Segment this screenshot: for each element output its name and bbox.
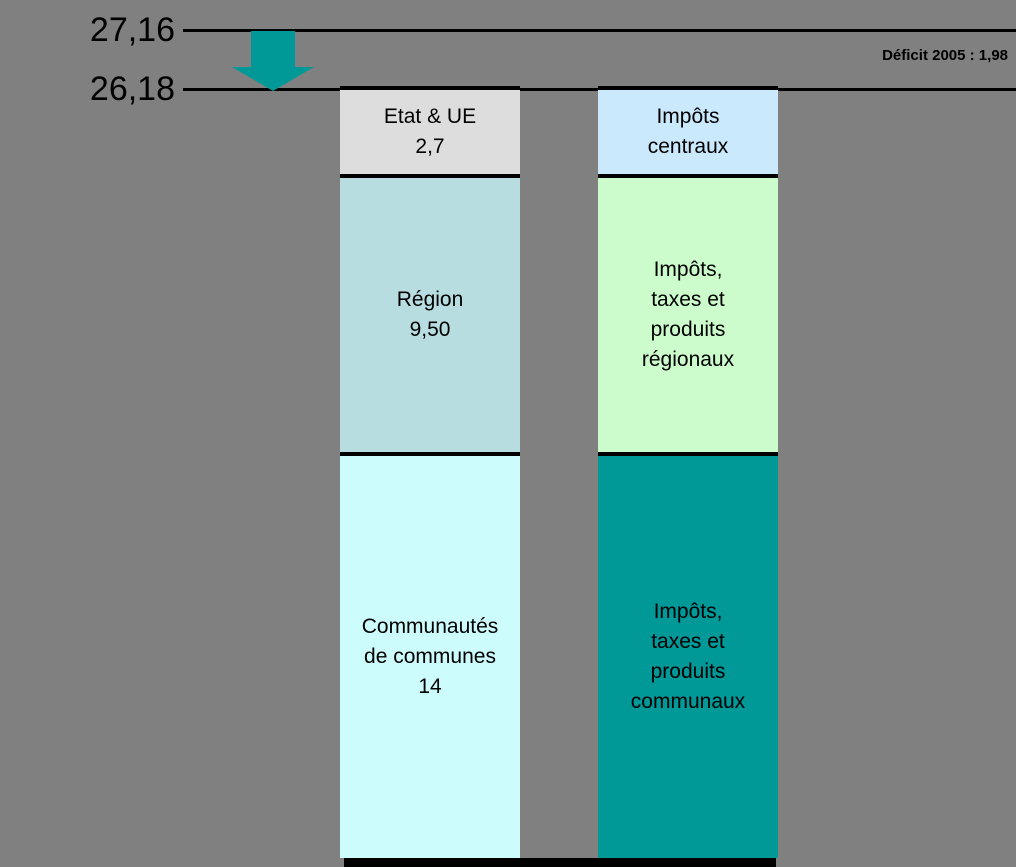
segment-impots-regionaux[interactable]: Impôts, taxes et produits régionaux xyxy=(598,174,778,452)
segment-impots-centraux[interactable]: Impôts centraux xyxy=(598,86,778,174)
segment-region-label: Région 9,50 xyxy=(396,288,464,341)
segment-communautes-de-communes[interactable]: Communautés de communes 14 xyxy=(340,452,520,858)
reference-line-upper xyxy=(183,29,1016,32)
reference-label-lower: 26,18 xyxy=(89,70,175,108)
segment-communautes-de-communes-label: Communautés de communes 14 xyxy=(361,615,499,698)
segment-impots-communaux-label: Impôts, taxes et produits communaux xyxy=(630,600,746,713)
segment-etat-ue[interactable]: Etat & UE 2,7 xyxy=(340,86,520,174)
down-arrow-icon xyxy=(232,31,314,91)
reference-label-upper: 27,16 xyxy=(89,11,175,49)
segment-impots-communaux[interactable]: Impôts, taxes et produits communaux xyxy=(598,452,778,858)
segment-impots-regionaux-label: Impôts, taxes et produits régionaux xyxy=(641,258,735,371)
deficit-annotation: Déficit 2005 : 1,98 xyxy=(882,47,1008,64)
segment-impots-centraux-label: Impôts centraux xyxy=(647,105,729,158)
segment-region[interactable]: Région 9,50 xyxy=(340,174,520,452)
segment-etat-ue-label: Etat & UE 2,7 xyxy=(383,105,477,158)
chart-baseline xyxy=(344,858,776,867)
